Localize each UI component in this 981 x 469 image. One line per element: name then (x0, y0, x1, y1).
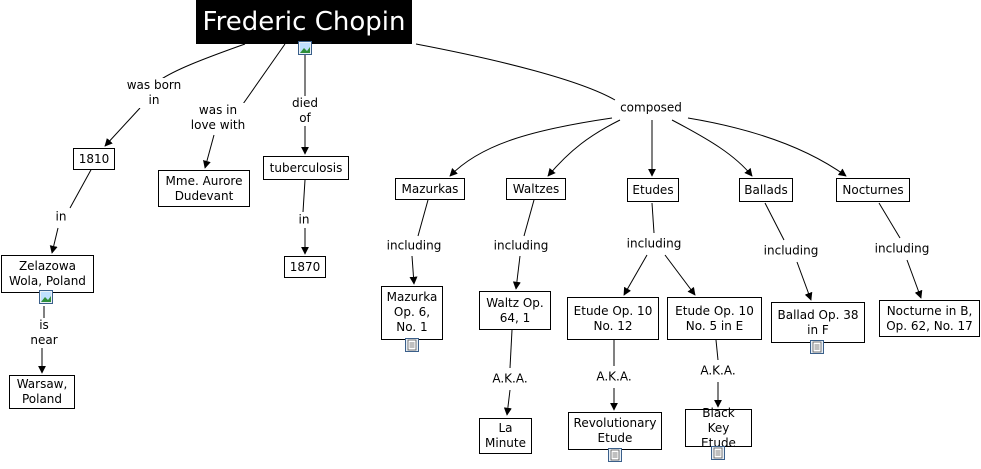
node-mazurka-op6[interactable]: Mazurka Op. 6, No. 1 (381, 286, 443, 340)
node-waltz-op64[interactable]: Waltz Op. 64, 1 (479, 291, 551, 330)
node-aurore-dudevant[interactable]: Mme. Aurore Dudevant (158, 170, 250, 207)
arrow-born-1810 (104, 107, 141, 147)
page-title: Frederic Chopin (196, 0, 412, 44)
image-icon[interactable] (298, 41, 312, 55)
arrow-including-waltz (512, 255, 521, 290)
line-ballads-including (764, 202, 785, 241)
line-title-love (242, 43, 286, 105)
arrow-including-etude5 (664, 254, 696, 296)
line-1810-in (69, 167, 93, 209)
document-icon[interactable] (405, 338, 419, 352)
node-nocturnes[interactable]: Nocturnes (836, 178, 910, 202)
line-tuberculosis-in (302, 179, 306, 213)
line-etudes-including (651, 202, 655, 234)
link-label-including-nocturnes: including (872, 241, 932, 257)
node-1870[interactable]: 1870 (284, 256, 326, 278)
document-icon[interactable] (711, 446, 725, 460)
link-label-aka-revolutionary: A.K.A. (594, 369, 634, 385)
link-label-including-mazurkas: including (384, 238, 444, 254)
node-ballad-op38[interactable]: Ballad Op. 38 in F (771, 302, 865, 343)
node-waltzes[interactable]: Waltzes (506, 178, 566, 200)
arrow-love-aurore (203, 134, 215, 169)
line-waltz-aka (509, 329, 513, 369)
link-label-in-1870: in (296, 212, 312, 228)
arrow-aka-laminute (503, 389, 512, 416)
line-title-composed (415, 43, 616, 101)
document-icon[interactable] (608, 448, 622, 462)
link-label-including-waltzes: including (491, 238, 551, 254)
line-nocturnes-including (878, 202, 901, 239)
node-1810[interactable]: 1810 (73, 148, 115, 170)
arrow-composed-mazurkas (449, 117, 613, 177)
arrow-composed-nocturnes (687, 117, 847, 177)
link-label-is-near: is near (28, 318, 60, 348)
line-waltzes-including (523, 199, 535, 237)
link-label-in-1810: in (53, 209, 69, 225)
node-nocturne-op62[interactable]: Nocturne in B, Op. 62, No. 17 (879, 300, 980, 337)
link-label-including-etudes: including (624, 236, 684, 252)
arrow-composed-waltzes (547, 119, 621, 177)
arrow-including-nocturne (906, 259, 923, 299)
node-ballads[interactable]: Ballads (739, 178, 793, 202)
document-icon[interactable] (810, 340, 824, 354)
line-etude5-aka (715, 339, 719, 361)
arrow-including-ballad (796, 261, 813, 301)
arrow-including-etude12 (623, 254, 648, 296)
node-etude-op10-no5[interactable]: Etude Op. 10 No. 5 in E (667, 297, 762, 340)
link-label-aka-la-minute: A.K.A. (490, 371, 530, 387)
node-black-key-etude[interactable]: Black Key Etude (685, 406, 752, 450)
node-etudes[interactable]: Etudes (627, 178, 679, 202)
arrow-including-mazurka (409, 255, 418, 285)
node-warsaw[interactable]: Warsaw, Poland (9, 375, 75, 409)
link-label-composed: composed (618, 100, 684, 116)
node-etude-op10-no12[interactable]: Etude Op. 10 No. 12 (567, 297, 659, 340)
line-title-born (159, 43, 246, 81)
link-label-including-ballads: including (761, 243, 821, 259)
link-label-aka-black-key: A.K.A. (698, 363, 738, 379)
node-tuberculosis[interactable]: tuberculosis (263, 156, 349, 180)
image-icon[interactable] (39, 290, 53, 304)
node-revolutionary-etude[interactable]: Revolutionary Etude (568, 412, 662, 450)
arrow-in-zelazowa (49, 227, 59, 254)
link-label-was-in-love-with: was in love with (188, 103, 248, 133)
link-label-died-of: died of (290, 96, 320, 126)
line-mazurkas-including (417, 199, 429, 237)
node-mazurkas[interactable]: Mazurkas (395, 178, 465, 200)
node-la-minute[interactable]: La Minute (479, 418, 532, 454)
link-label-was-born-in: was born in (124, 78, 184, 108)
node-zelazowa-wola[interactable]: Zelazowa Wola, Poland (1, 255, 94, 293)
arrow-composed-ballads (671, 119, 753, 177)
